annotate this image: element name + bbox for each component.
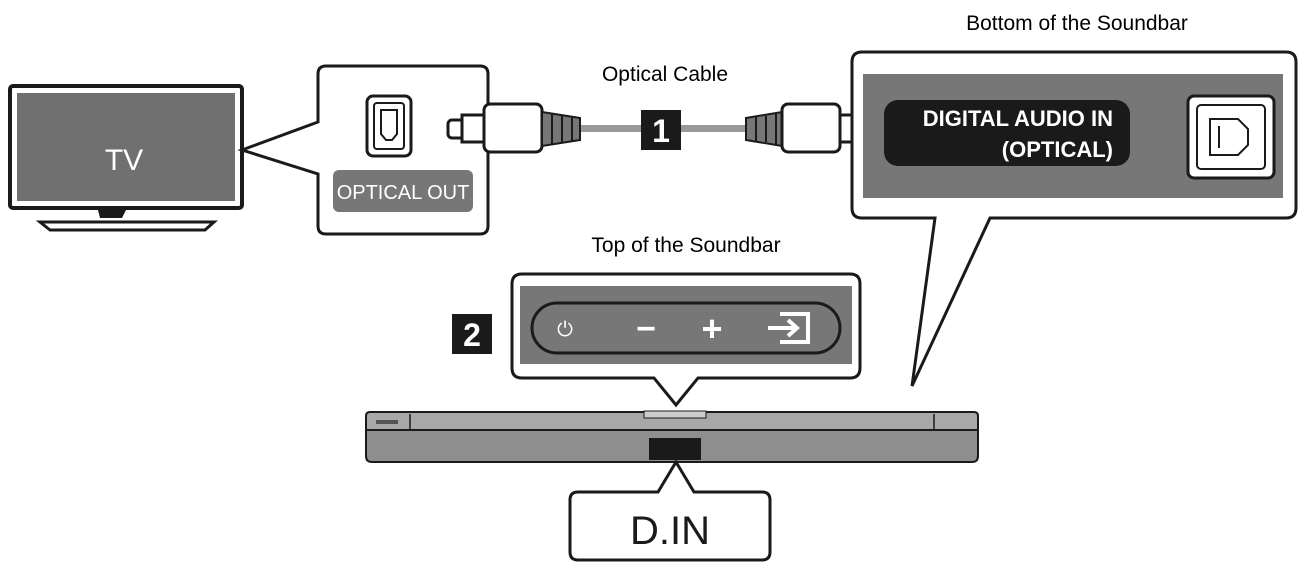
soundbar: [365, 410, 979, 463]
control-pill: [530, 301, 842, 355]
optical-port-icon: [365, 94, 413, 158]
soundbar-logo: [376, 420, 398, 424]
power-button[interactable]: ⏻: [557, 317, 573, 341]
top-of-soundbar-title: Top of the Soundbar: [591, 234, 780, 257]
source-input-icon[interactable]: [768, 312, 810, 344]
optical-out-badge: [333, 170, 473, 212]
display-text: D.IN: [630, 509, 710, 553]
tv-screen: [17, 93, 235, 201]
tv-label: TV: [105, 144, 143, 177]
digital-audio-in-label: DIGITAL AUDIO IN: [923, 106, 1113, 131]
bottom-of-soundbar-title: Bottom of the Soundbar: [966, 12, 1188, 35]
optical-out-label: OPTICAL OUT: [337, 182, 470, 204]
optical-cable-title: Optical Cable: [602, 63, 728, 86]
digital-audio-in-badge: [884, 100, 1130, 166]
soundbar-optical-port-icon: [1186, 94, 1276, 180]
optical-cable: 1: [446, 102, 878, 154]
tv-optical-out-callout: OPTICAL OUT: [237, 64, 490, 236]
tv: TV: [8, 84, 244, 232]
volume-down-button[interactable]: −: [636, 310, 656, 348]
soundbar-display: [649, 438, 701, 460]
cable-plug-left: [446, 102, 581, 154]
optical-paren-label: (OPTICAL): [1002, 137, 1113, 162]
step-1-number: 1: [652, 113, 670, 149]
tv-stand: [35, 220, 218, 232]
soundbar-top-callout: ⏻ − + 2: [452, 272, 862, 408]
step-2-badge: [452, 314, 492, 354]
display-callout: D.IN: [568, 459, 772, 562]
tv-neck: [98, 210, 126, 218]
soundbar-bottom-callout: DIGITAL AUDIO IN (OPTICAL): [850, 50, 1298, 387]
step-1-badge: [641, 110, 681, 150]
display-callout-bubble: [568, 459, 772, 562]
soundbar-top-buttons: [643, 410, 707, 419]
volume-up-button[interactable]: +: [701, 308, 722, 349]
step-2-number: 2: [463, 317, 481, 353]
